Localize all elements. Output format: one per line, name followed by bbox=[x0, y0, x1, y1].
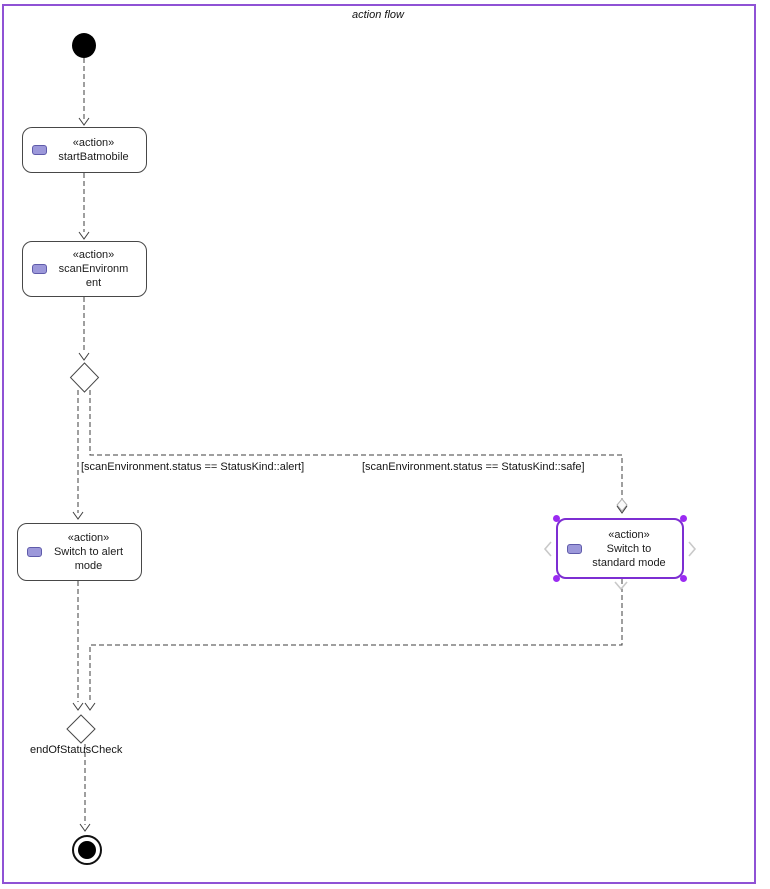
action-name: mode bbox=[74, 560, 103, 572]
action-icon bbox=[32, 264, 47, 274]
selection-handle-top-left[interactable] bbox=[553, 515, 560, 522]
action-node-startBatmobile[interactable]: «action» startBatmobile bbox=[22, 127, 147, 173]
action-icon bbox=[27, 547, 42, 557]
activity-final-node[interactable] bbox=[72, 835, 102, 865]
selection-handle-bottom-right[interactable] bbox=[680, 575, 687, 582]
stereotype-label: «action» bbox=[608, 528, 650, 541]
action-label: «action» Switch to alert mode bbox=[42, 531, 141, 573]
action-name: startBatmobile bbox=[58, 151, 129, 163]
action-node-switchAlertMode[interactable]: «action» Switch to alert mode bbox=[17, 523, 142, 581]
action-name: ent bbox=[85, 277, 102, 289]
action-icon bbox=[32, 145, 47, 155]
merge-node-label[interactable]: endOfStatusCheck bbox=[30, 744, 123, 756]
action-node-switchStandardMode[interactable]: «action» Switch to standard mode bbox=[553, 515, 687, 582]
action-name: scanEnvironm bbox=[58, 263, 129, 275]
activity-final-core bbox=[78, 841, 96, 859]
diagram-title: action flow bbox=[352, 9, 404, 21]
stereotype-label: «action» bbox=[72, 137, 115, 149]
stereotype-label: «action» bbox=[72, 249, 115, 261]
selection-handle-bottom-left[interactable] bbox=[553, 575, 560, 582]
guard-label-alert[interactable]: [scanEnvironment.status == StatusKind::a… bbox=[81, 461, 305, 473]
stereotype-label: «action» bbox=[67, 532, 110, 544]
action-label: «action» Switch to standard mode bbox=[582, 528, 682, 570]
action-node-scanEnvironment[interactable]: «action» scanEnvironm ent bbox=[22, 241, 147, 297]
action-name: Switch to alert bbox=[53, 546, 124, 558]
guard-label-safe[interactable]: [scanEnvironment.status == StatusKind::s… bbox=[362, 461, 585, 473]
initial-node[interactable] bbox=[72, 33, 96, 58]
action-name: standard mode bbox=[592, 556, 666, 569]
action-name: Switch to bbox=[606, 542, 652, 555]
action-label: «action» startBatmobile bbox=[47, 136, 146, 164]
action-icon bbox=[567, 543, 582, 554]
action-label: «action» scanEnvironm ent bbox=[47, 248, 146, 290]
selection-handle-top-right[interactable] bbox=[680, 515, 687, 522]
